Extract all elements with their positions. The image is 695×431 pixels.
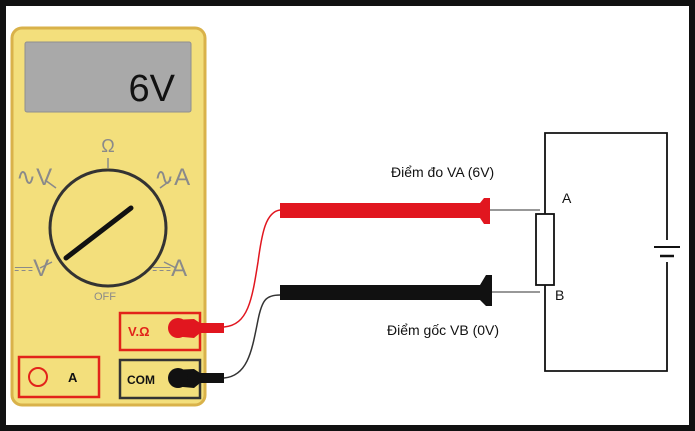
amp-jack[interactable] bbox=[28, 367, 48, 387]
black-lead-wire bbox=[223, 294, 281, 379]
circuit-wire-top bbox=[544, 132, 668, 240]
dial-ac-volt-label: ∿V bbox=[16, 164, 52, 191]
resistor bbox=[535, 213, 555, 286]
node-b-label: B bbox=[555, 287, 564, 303]
node-a-label: A bbox=[562, 190, 572, 206]
dial-ohm-label: Ω bbox=[101, 136, 114, 156]
red-probe[interactable] bbox=[280, 198, 490, 224]
black-probe[interactable] bbox=[280, 275, 492, 306]
amp-jack-label: A bbox=[68, 370, 78, 385]
dial-off-label: OFF bbox=[94, 291, 116, 303]
meter-display bbox=[24, 41, 192, 113]
measure-point-label: Điểm đo VA (6V) bbox=[391, 164, 494, 180]
dial-pointer bbox=[63, 205, 134, 261]
dial-ticks bbox=[39, 158, 177, 269]
red-lead-wire bbox=[223, 209, 281, 328]
black-plug-tip bbox=[168, 368, 188, 388]
amp-jack-box[interactable] bbox=[17, 355, 101, 399]
circuit bbox=[544, 132, 668, 372]
circuit-wire-bottom bbox=[544, 262, 668, 372]
vohm-jack-label: V.Ω bbox=[128, 324, 150, 339]
com-jack-label: COM bbox=[127, 373, 155, 387]
meter-reading: 6V bbox=[129, 68, 176, 110]
red-plug-tip bbox=[168, 318, 188, 338]
dial-dc-volt-label: ⎓V bbox=[14, 255, 49, 282]
dial-ac-amp-label: ∿A bbox=[154, 164, 190, 191]
reference-point-label: Điểm gốc VB (0V) bbox=[387, 322, 499, 338]
